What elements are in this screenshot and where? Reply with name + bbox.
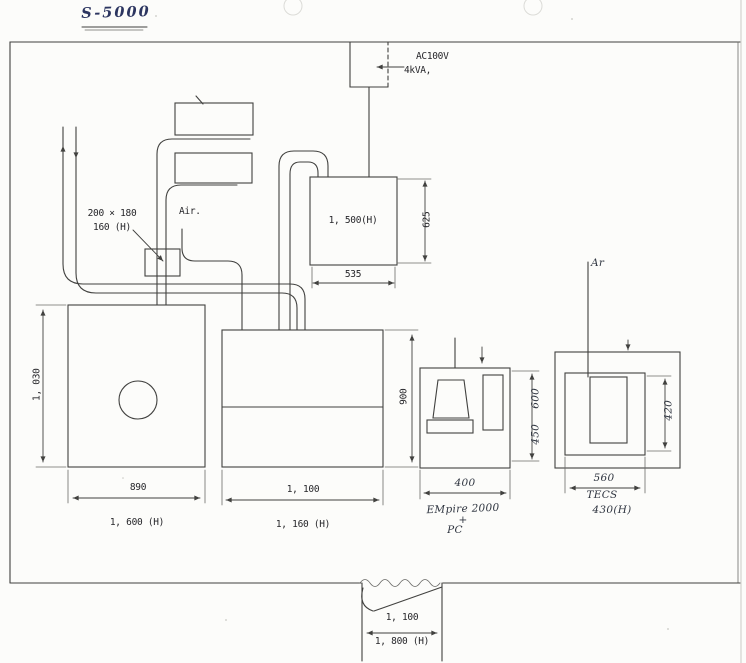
center-unit-width-dim: 1, 100 [286, 484, 320, 495]
heater-label: 1, 500(H) [328, 215, 378, 226]
left-unit-height-label: 1, 600 (H) [109, 517, 165, 528]
junction-box [132, 229, 181, 277]
left-unit-depth-dim: 1, 030 [31, 368, 43, 401]
drawing-title: S-5000 [81, 3, 151, 22]
tecs-width-dim: 560 [593, 472, 615, 484]
center-unit-depth-dim: 900 [398, 388, 410, 405]
extension-lines [35, 178, 672, 506]
title-underline [81, 26, 148, 31]
heater-width-dim: 535 [344, 269, 362, 280]
pipes [60, 126, 329, 331]
left-unit-width-dim: 890 [129, 482, 147, 493]
left-machine-box [67, 304, 206, 468]
dimension-lines [40, 180, 668, 636]
room-walls [9, 41, 741, 584]
tecs-name-label: TECS [586, 489, 618, 501]
empire-unit [419, 337, 511, 469]
power-voltage-label: AC100V [416, 51, 449, 62]
door-width-dim: 1, 100 [385, 612, 419, 623]
ceiling-ducts [174, 95, 254, 184]
center-machine-box [221, 329, 384, 468]
empire-name-line3: PC [447, 524, 463, 536]
tecs-height-label: 430(H) [592, 504, 632, 516]
door-height-label: 1, 800 (H) [374, 636, 430, 647]
empire-width-dim: 400 [454, 477, 476, 489]
door [359, 579, 443, 662]
junction-height-label: 160 (H) [93, 222, 131, 233]
center-unit-height-label: 1, 160 (H) [275, 519, 331, 530]
air-supply-label: Air. [179, 206, 201, 217]
empire-height-dim-alt: 450 [529, 423, 542, 445]
punch-holes [283, 0, 543, 16]
empire-name-line2: + [458, 514, 468, 526]
heater-box [309, 176, 398, 266]
tecs-side-dim: 420 [662, 399, 675, 421]
tecs-unit [554, 261, 681, 469]
page-edge [122, 0, 742, 663]
air-supply-right-label: Ar [591, 257, 605, 269]
junction-size-label: 200 × 180 [87, 208, 137, 219]
heater-height-dim: 625 [421, 211, 433, 228]
ac-power-box [349, 41, 405, 178]
power-capacity-label: 4kVA, [404, 65, 432, 76]
